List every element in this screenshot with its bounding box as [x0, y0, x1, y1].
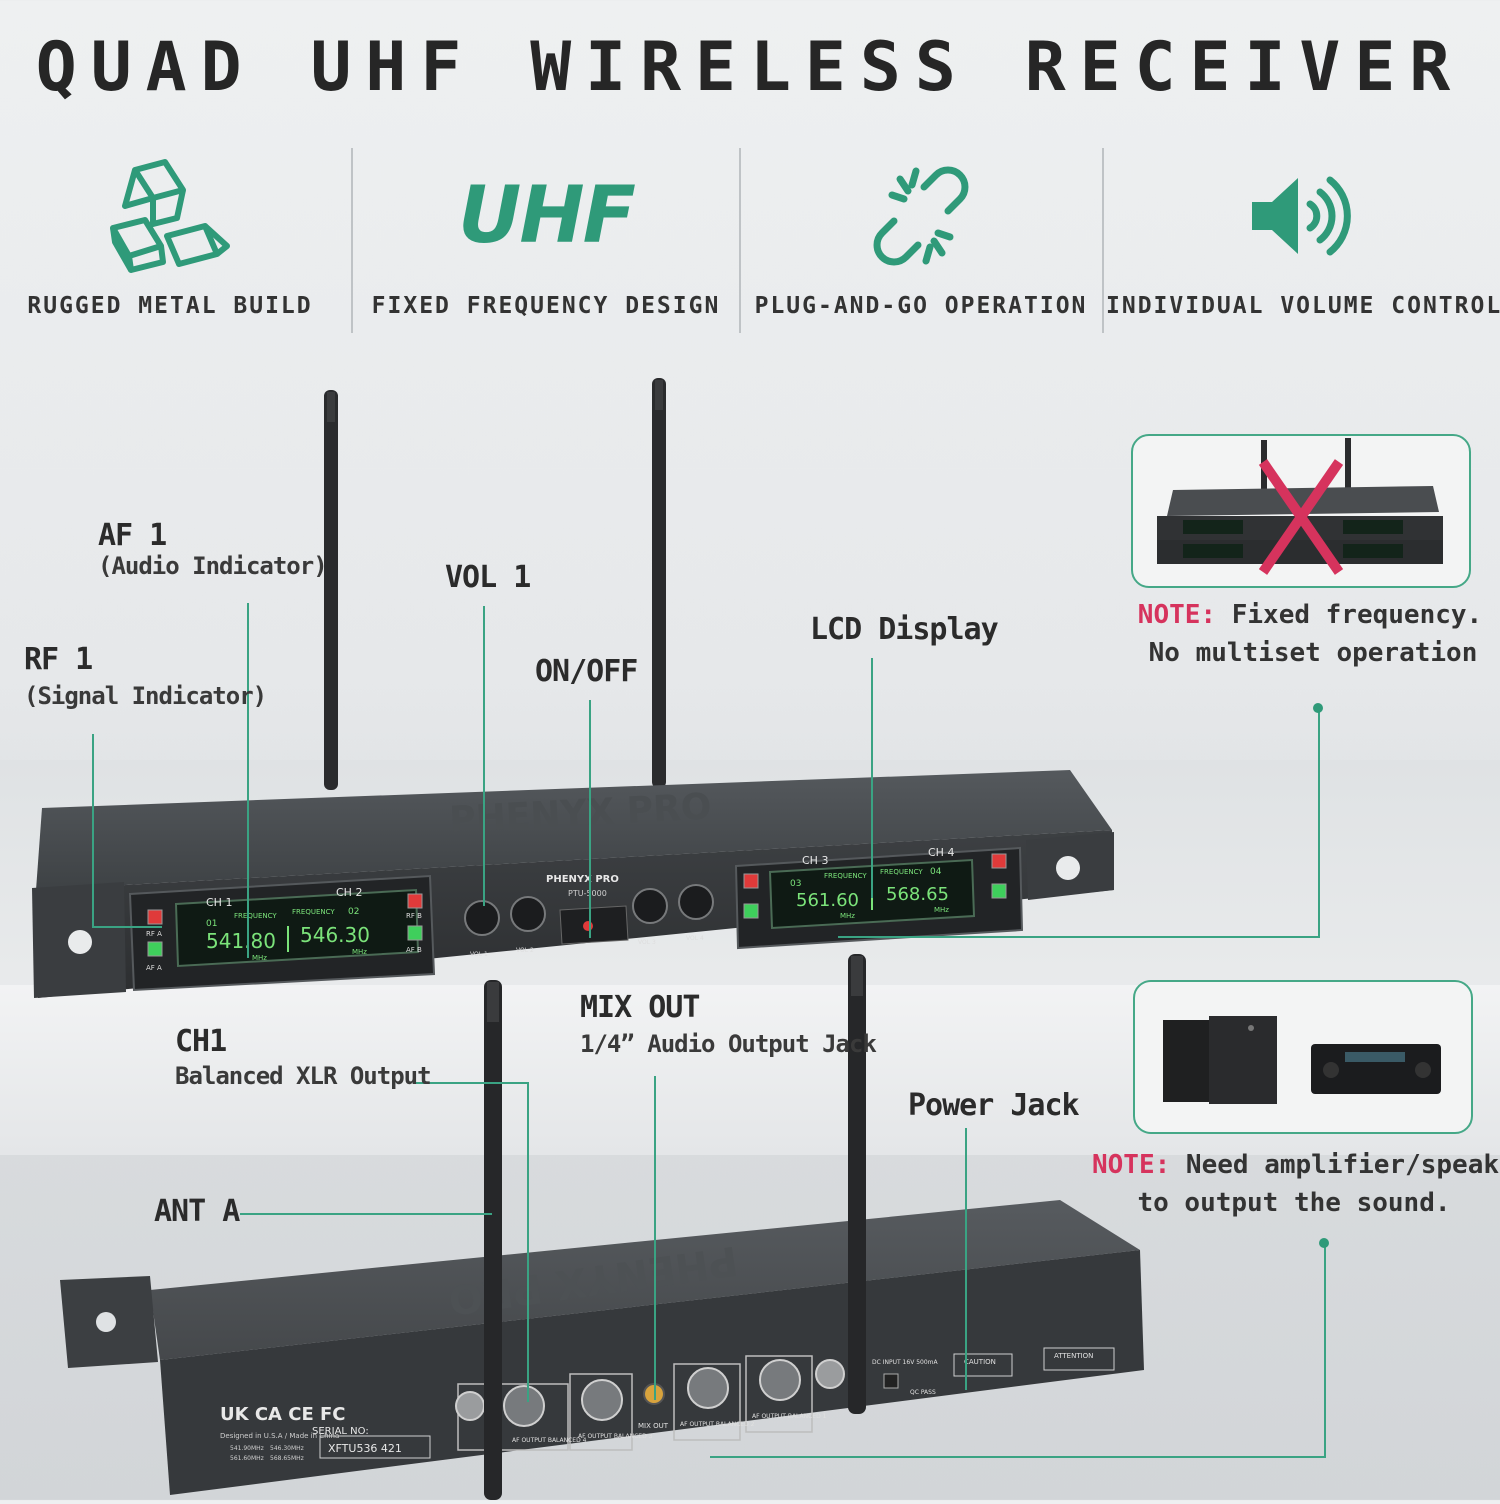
note-amplifier-line2: to output the sound. [1137, 1188, 1451, 1218]
attention-label: ATTENTION [1054, 1352, 1093, 1360]
vol1-label: VOL 1 [470, 951, 488, 958]
qc-label: QC PASS [910, 1389, 936, 1396]
out3-label: AF OUTPUT BALANCED 3 [578, 1433, 653, 1440]
speaker-volume-icon [1106, 158, 1496, 273]
made-text: Designed in U.S.A / Made in China [220, 1432, 339, 1440]
feature-divider [1102, 148, 1104, 333]
ch1-num: 01 [206, 919, 217, 929]
serial-number: XFTU536 421 [328, 1442, 402, 1455]
note-multiset-line2: No multiset operation [1148, 638, 1478, 668]
callout-power: Power Jack [908, 1088, 1080, 1123]
note-fixed-frequency: NOTE: Fixed frequency. [1130, 600, 1490, 630]
note-amplifier: NOTE: Need amplifier/speaker [1092, 1150, 1500, 1180]
ch2-freq: 546.30 [300, 923, 370, 947]
callout-mixout-sub: 1/4” Audio Output Jack [580, 1030, 877, 1058]
ch3-num: 03 [790, 879, 801, 889]
feature-label: PLUG-AND-GO OPERATION [754, 293, 1088, 319]
ch2-num: 02 [348, 907, 359, 917]
ch4-label: CH 4 [928, 846, 954, 859]
note-line1: Need amplifier/speaker [1170, 1150, 1500, 1180]
out2-label: AF OUTPUT BALANCED 2 [680, 1421, 755, 1428]
feature-divider [739, 148, 741, 333]
callout-mixout: MIX OUT [580, 990, 700, 1025]
rf-a-label: RF A [146, 930, 162, 938]
note-prefix: NOTE: [1137, 600, 1217, 630]
callout-rf1: RF 1 [24, 642, 93, 677]
callout-lcd: LCD Display [810, 612, 999, 647]
xlr-outputs: AF OUTPUT BALANCED 4 AF OUTPUT BALANCED … [455, 1355, 845, 1451]
out4-label: AF OUTPUT BALANCED 4 [512, 1437, 587, 1444]
uhf-text-icon: UHF [362, 158, 730, 273]
front-receiver: PHENYX PRO CH 1 CH 2 01 FREQUENCY FREQUE… [30, 370, 1120, 1000]
callout-vol1: VOL 1 [445, 560, 531, 595]
feature-fixed-frequency: UHF FIXED FREQUENCY DESIGN [362, 150, 730, 340]
volume-knobs: VOL 1 VOL 2 VOL 3 VOL 4 [464, 884, 714, 958]
cross-mark-icon [1258, 459, 1344, 575]
uhf-icon-text: UHF [458, 170, 636, 261]
caution-label: CAUTION [964, 1358, 996, 1366]
feature-volume-control: INDIVIDUAL VOLUME CONTROL [1106, 150, 1500, 340]
broken-link-icon [748, 158, 1094, 273]
out1-label: AF OUTPUT BALANCED 1 [752, 1413, 827, 1420]
freq-label-2: FREQUENCY [292, 908, 335, 916]
freq-label-3: FREQUENCY [824, 872, 867, 880]
dc-input-label: DC INPUT 16V 500mA [872, 1359, 939, 1366]
serial-label: SERIAL NO: [312, 1426, 369, 1437]
freq-label-1: FREQUENCY [234, 912, 277, 920]
metal-bars-icon [0, 158, 340, 273]
callout-ch1-sub: Balanced XLR Output [175, 1062, 432, 1090]
callout-anta: ANT A [154, 1194, 240, 1229]
feature-plug-and-go: PLUG-AND-GO OPERATION [748, 150, 1094, 340]
vol4-label: VOL 4 [686, 935, 704, 942]
amplifier-speaker-illustration [1133, 980, 1473, 1134]
page-title: QUAD UHF WIRELESS RECEIVER [35, 28, 1465, 107]
ch2-unit: MHz [352, 948, 367, 956]
feature-label: INDIVIDUAL VOLUME CONTROL [1106, 293, 1500, 319]
front-brand: PHENYX PRO [546, 874, 619, 885]
rf-b-label: RF B [406, 912, 422, 920]
feature-label: FIXED FREQUENCY DESIGN [371, 293, 721, 319]
front-model: PTU-5000 [568, 889, 607, 898]
feature-divider [351, 148, 353, 333]
ch3-unit: MHz [840, 912, 855, 920]
callout-af1: AF 1 [98, 518, 167, 553]
freq-table-2: 546.30MHz [270, 1445, 304, 1452]
multiset-illustration [1131, 434, 1471, 588]
ch3-freq: 561.60 [796, 890, 859, 911]
vol3-label: VOL 3 [638, 939, 656, 946]
af-a-label: AF A [146, 964, 162, 972]
freq-label-4: FREQUENCY [880, 868, 923, 876]
vol2-label: VOL 2 [516, 947, 534, 954]
feature-rugged-metal: RUGGED METAL BUILD [0, 150, 340, 340]
freq-table-1: 541.90MHz [230, 1445, 264, 1452]
ch1-unit: MHz [252, 954, 267, 962]
cert-marks: UK CA CE FC [220, 1404, 346, 1425]
note-line1: Fixed frequency. [1216, 600, 1483, 630]
af-b-label: AF B [406, 946, 422, 954]
rear-receiver: PHENYX PRO UK CA CE FC Designed in U.S.A… [50, 950, 1150, 1500]
callout-onoff: ON/OFF [535, 654, 638, 689]
freq-table-4: 568.65MHz [270, 1455, 304, 1462]
ch4-unit: MHz [934, 906, 949, 914]
note-prefix: NOTE: [1092, 1150, 1171, 1180]
ch4-freq: 568.65 [886, 884, 949, 905]
callout-ch1: CH1 [175, 1024, 227, 1059]
ch2-label: CH 2 [336, 886, 362, 899]
ch1-label: CH 1 [206, 896, 232, 909]
callout-rf1-sub: (Signal Indicator) [24, 682, 267, 710]
callout-af1-sub: (Audio Indicator) [98, 552, 328, 580]
feature-label: RUGGED METAL BUILD [27, 293, 313, 319]
ch4-num: 04 [930, 867, 942, 877]
ch1-freq: 541.80 [206, 929, 276, 953]
ch3-label: CH 3 [802, 854, 828, 867]
freq-table-3: 561.60MHz [230, 1455, 264, 1462]
mixout-label: MIX OUT [638, 1422, 669, 1430]
